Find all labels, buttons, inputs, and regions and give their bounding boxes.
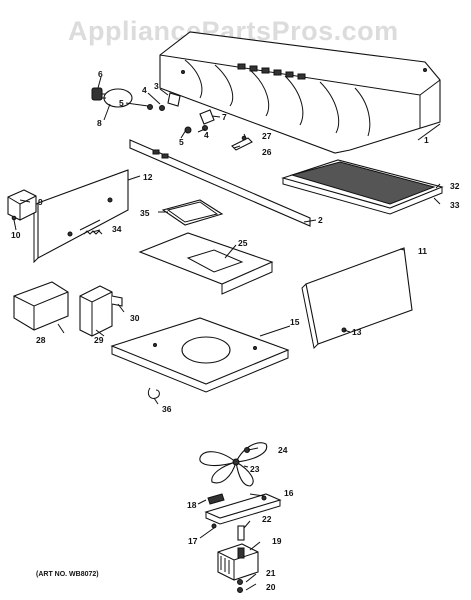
terminal-box xyxy=(7,189,37,221)
callout-16: 16 xyxy=(284,488,294,498)
callout-labels: 1 2 3 4 5 6 7 8 4 5 9 10 11 12 13 15 16 … xyxy=(11,69,460,592)
callout-21: 21 xyxy=(266,568,276,578)
callout-6: 6 xyxy=(98,69,103,79)
spacer xyxy=(237,525,245,541)
right-side-panel xyxy=(301,247,413,350)
callout-33: 33 xyxy=(450,200,460,210)
callout-24: 24 xyxy=(278,445,288,455)
hook xyxy=(147,387,160,399)
mounting-bracket-right xyxy=(79,285,123,337)
callout-11: 11 xyxy=(418,246,427,256)
switch-parts xyxy=(147,92,215,134)
mounting-bracket-left xyxy=(13,281,69,331)
callout-9: 9 xyxy=(38,197,43,207)
callout-26: 26 xyxy=(262,147,272,157)
light-bulb-assembly xyxy=(91,87,133,108)
grease-filter xyxy=(281,159,444,215)
fan-motor xyxy=(217,543,259,593)
callout-5a: 5 xyxy=(119,98,124,108)
callout-27: 27 xyxy=(262,131,272,141)
callout-35: 35 xyxy=(140,208,150,218)
left-side-bracket xyxy=(33,169,129,264)
callout-29: 29 xyxy=(94,335,104,345)
callout-12: 12 xyxy=(143,172,153,182)
blower-plate xyxy=(110,317,290,393)
callout-4a: 4 xyxy=(142,85,147,95)
callout-22: 22 xyxy=(262,514,272,524)
callout-20: 20 xyxy=(266,582,276,592)
callout-18: 18 xyxy=(187,500,197,510)
callout-30: 30 xyxy=(130,313,140,323)
light-plate xyxy=(138,232,274,295)
callout-5b: 5 xyxy=(179,137,184,147)
callout-17: 17 xyxy=(188,536,198,546)
callout-19: 19 xyxy=(272,536,282,546)
callout-36: 36 xyxy=(162,404,172,414)
callout-13: 13 xyxy=(352,327,362,337)
hood-housing xyxy=(159,31,441,154)
callout-1: 1 xyxy=(424,135,429,145)
fan-blade xyxy=(199,442,268,487)
callout-28: 28 xyxy=(36,335,46,345)
callout-4b: 4 xyxy=(204,130,209,140)
callout-32: 32 xyxy=(450,181,460,191)
callout-3: 3 xyxy=(154,81,159,91)
callout-7: 7 xyxy=(222,112,227,122)
callout-15: 15 xyxy=(290,317,300,327)
leader-lines xyxy=(13,76,441,591)
callout-23: 23 xyxy=(250,464,260,474)
callout-34: 34 xyxy=(112,224,122,234)
motor-mount xyxy=(204,493,282,529)
art-number: (ART NO. WB8072) xyxy=(36,571,99,578)
callout-2: 2 xyxy=(318,215,323,225)
light-lens xyxy=(161,199,224,226)
front-panel xyxy=(129,139,311,227)
callout-8: 8 xyxy=(97,118,102,128)
spring xyxy=(83,230,103,235)
callout-25: 25 xyxy=(238,238,248,248)
callout-10: 10 xyxy=(11,230,21,240)
